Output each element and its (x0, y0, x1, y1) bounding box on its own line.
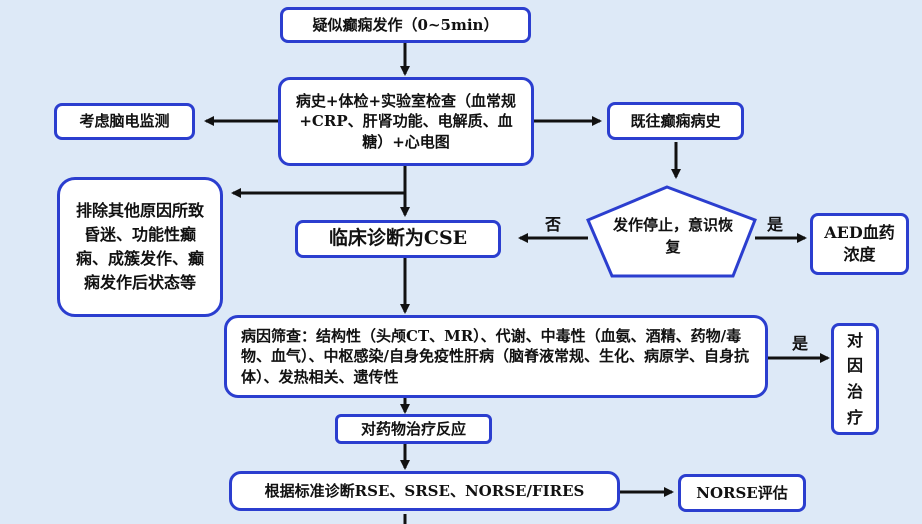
node-eeg: 考虑脑电监测 (54, 103, 195, 140)
node-history-text: 既往癫痫病史 (630, 111, 721, 130)
node-exclude-text: 排除其他原因所致昏迷、功能性癫痫、成簇发作、癫痫发作后状态等 (75, 201, 204, 292)
decision-pentagon (586, 185, 757, 278)
node-exam: 病史+体检+实验室检查（血常规+CRP、肝肾功能、电解质、血糖）+心电图 (278, 77, 534, 166)
label-no: 否 (545, 215, 562, 234)
node-response: 对药物治疗反应 (335, 414, 492, 444)
node-response-text: 对药物治疗反应 (360, 419, 466, 438)
node-decision-text: 发作停止，意识恢复 (612, 216, 733, 256)
node-etiology-text: 病因筛查：结构性（头颅CT、MR）、代谢、中毒性（血氨、酒精、药物/毒物、血气）… (241, 327, 749, 386)
node-classify: 根据标准诊断RSE、SRSE、NORSE/FIRES (229, 471, 620, 511)
node-exclude: 排除其他原因所致昏迷、功能性癫痫、成簇发作、癫痫发作后状态等 (57, 177, 223, 317)
label-yes-treat: 是 (792, 334, 809, 353)
node-aed-text: AED血药浓度 (824, 223, 895, 264)
node-cse-text: 临床诊断为CSE (328, 227, 468, 250)
node-aed: AED血药浓度 (810, 213, 909, 275)
node-exam-text: 病史+体检+实验室检查（血常规+CRP、肝肾功能、电解质、血糖）+心电图 (295, 92, 517, 151)
node-eeg-text: 考虑脑电监测 (79, 112, 170, 131)
node-cse: 临床诊断为CSE (295, 220, 501, 258)
label-yes-aed: 是 (767, 215, 784, 234)
node-seizure: 疑似癫痫发作（0~5min） (280, 7, 531, 43)
node-treat: 对因治疗 (831, 323, 879, 435)
node-norse-text: NORSE评估 (696, 483, 788, 502)
node-norse: NORSE评估 (678, 474, 806, 512)
node-seizure-text: 疑似癫痫发作（0~5min） (312, 15, 499, 34)
node-etiology: 病因筛查：结构性（头颅CT、MR）、代谢、中毒性（血氨、酒精、药物/毒物、血气）… (224, 315, 768, 398)
node-treat-text: 对因治疗 (846, 330, 863, 427)
node-history: 既往癫痫病史 (607, 102, 744, 140)
node-decision: 发作停止，意识恢复 (612, 215, 734, 259)
node-classify-text: 根据标准诊断RSE、SRSE、NORSE/FIRES (264, 481, 585, 500)
